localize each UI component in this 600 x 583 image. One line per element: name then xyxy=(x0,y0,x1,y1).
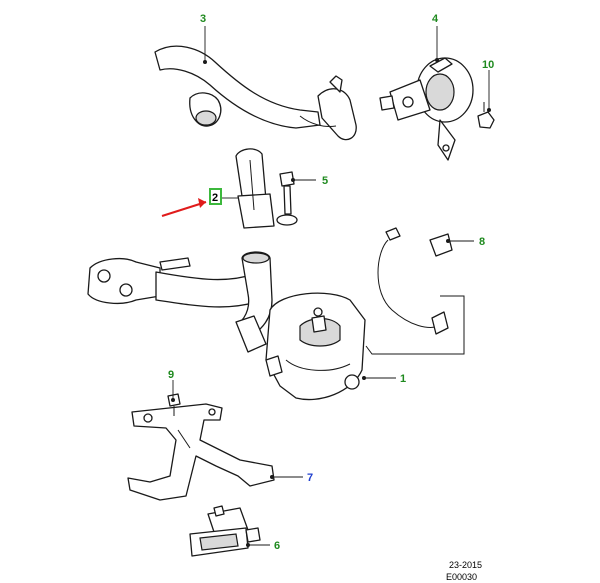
callout-1[interactable]: 1 xyxy=(400,373,406,385)
callout-2[interactable]: 2 xyxy=(212,192,218,204)
callout-8[interactable]: 8 xyxy=(479,236,485,248)
callout-7[interactable]: 7 xyxy=(307,472,313,484)
part-3-upper-hose[interactable] xyxy=(154,45,357,141)
vertical-pipe[interactable] xyxy=(237,251,273,337)
part-7-bracket[interactable] xyxy=(127,403,275,501)
part-6-solenoid[interactable] xyxy=(189,505,261,557)
red-arrow-indicator xyxy=(161,198,207,217)
callout-2-highlight-box xyxy=(209,188,222,205)
part-1-egr-valve[interactable] xyxy=(235,292,366,401)
manifold-pipe[interactable] xyxy=(87,257,263,308)
callout-4[interactable]: 4 xyxy=(432,13,439,25)
part-8-sensor-wire[interactable] xyxy=(365,227,465,355)
part-2-elbow-hose[interactable] xyxy=(235,148,275,229)
callout-3[interactable]: 3 xyxy=(200,13,206,25)
leader-lines xyxy=(171,26,491,547)
callout-9[interactable]: 9 xyxy=(168,369,174,381)
callout-5[interactable]: 5 xyxy=(322,175,328,187)
callout-6[interactable]: 6 xyxy=(274,540,280,552)
part-10-bolt[interactable] xyxy=(477,102,495,129)
callout-10[interactable]: 10 xyxy=(482,59,494,71)
part-5-bolt[interactable] xyxy=(276,171,298,226)
part-4-actuator[interactable] xyxy=(379,57,474,161)
footer-ref-code: E00030 xyxy=(446,572,477,582)
footer-date-code: 23-2015 xyxy=(449,560,482,570)
